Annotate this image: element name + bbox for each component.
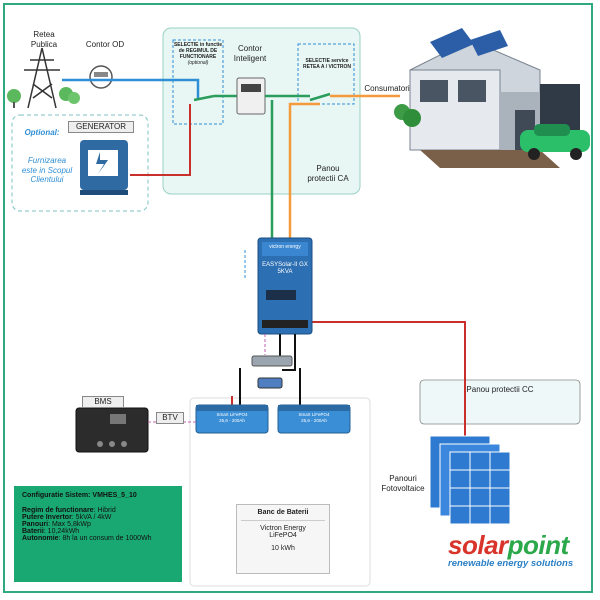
config-panel: Configuratie Sistem: VMHES_5_10 Regim de… <box>14 486 182 582</box>
config-value: : Max 5,8kWp <box>48 521 91 528</box>
battery-1-brand: Smart LiFePO4 <box>216 412 248 417</box>
furnizarea-label: Furnizarea este in Scopul Clientului <box>21 156 73 185</box>
battery-bank-title: Banc de Baterii <box>257 509 309 516</box>
config-key: Panouri <box>22 521 49 528</box>
contor-inteligent-icon <box>236 77 266 115</box>
config-title: Configuratie Sistem: VMHES_5_10 <box>22 492 137 499</box>
btv-label: BTV <box>156 412 184 424</box>
config-value: : 10,24kWh <box>43 528 80 535</box>
contor-od-label: Contor OD <box>85 40 125 49</box>
switch-regim <box>193 94 215 102</box>
retea-publica-label: Retea Publica <box>30 30 58 49</box>
bms-icon <box>75 407 149 453</box>
battery-2 <box>277 404 351 434</box>
logo-point: point <box>507 530 570 560</box>
switch-service <box>309 92 331 102</box>
logo-tagline: renewable energy solutions <box>448 558 574 569</box>
panouri-fotovoltaice-label: Panouri Fotovoltaice <box>381 474 425 493</box>
battery-bank-line1: Victron Energy <box>241 520 325 532</box>
battery-bank-box: Banc de Baterii Victron Energy LiFePO4 1… <box>236 504 330 574</box>
battery-connector <box>257 377 283 389</box>
config-row: Autonomie: 8h la un consum de 1000Wh <box>22 535 174 542</box>
pv-line <box>312 321 466 440</box>
inverter-ac-out <box>288 102 320 240</box>
config-value: : Hibrid <box>93 507 116 514</box>
config-row: Baterii: 10,24kWh <box>22 528 174 535</box>
selectie-service-label: SELECTIE service RETEA A / VICTRON <box>302 58 352 70</box>
selectie-regim-label: SELECTIE in functie de REGIMUL DE FUNCTI… <box>173 42 223 60</box>
config-row: Regim de functionare: Hibrid <box>22 507 174 514</box>
config-key: Autonomie <box>22 535 59 542</box>
contor-display <box>241 84 261 92</box>
selectie-regim-box <box>172 39 224 125</box>
config-row: Putere Invertor: 5kVA / 4kW <box>22 514 174 521</box>
contor-inteligent-label: Contor Inteligent <box>233 44 267 63</box>
panou-ca-label: Panou protectii CA <box>307 164 349 183</box>
battery-bank-capacity: 10 kWh <box>271 545 295 552</box>
inverter-brand: victron energy <box>269 244 301 250</box>
battery-2-brand: Smart LiFePO4 <box>298 412 330 417</box>
generator-label: GENERATOR <box>68 121 134 133</box>
inverter-model: EASYSolar-II GX 5KVA <box>262 262 308 276</box>
battery-2-spec: 25,6 - 200Ah <box>301 418 327 423</box>
pylon-icon <box>24 47 60 109</box>
optional-label: Optional: <box>24 128 60 137</box>
config-key: Baterii <box>22 528 44 535</box>
config-row: Panouri: Max 5,8kWp <box>22 521 174 528</box>
solar-panels-icon <box>429 435 511 525</box>
config-key: Putere Invertor <box>22 514 72 521</box>
tree-icons <box>7 87 80 108</box>
contor-od-icon <box>89 65 113 89</box>
panou-cc-label: Panou protectii CC <box>466 385 534 394</box>
consumatori-label: Consumatori <box>364 84 410 93</box>
solarpoint-logo: solarpoint renewable energy solutions <box>448 532 588 569</box>
bms-label: BMS <box>82 396 124 408</box>
lynx-distributor <box>251 355 293 367</box>
ev-car-icon <box>520 124 590 160</box>
selectie-service-box <box>297 43 355 105</box>
outer-frame <box>3 3 593 593</box>
config-value: : 8h la un consum de 1000Wh <box>58 535 152 542</box>
logo-solar: solar <box>448 530 508 560</box>
battery-1 <box>195 404 269 434</box>
battery-1-spec: 25,6 - 200Ah <box>219 418 245 423</box>
selectie-regim-note: (optional) <box>187 60 209 66</box>
logo-wordmark: solarpoint <box>448 532 588 558</box>
panou-cc-box <box>419 379 581 425</box>
battery-bank-line2: LiFePO4 <box>269 532 297 539</box>
grid-line <box>62 78 200 100</box>
config-key: Regim de functionare <box>22 507 94 514</box>
generator-line <box>130 104 191 176</box>
config-value: : 5kVA / 4kW <box>71 514 112 521</box>
generator-icon <box>80 140 128 195</box>
dc-line-2 <box>282 334 296 371</box>
inverter-icon <box>257 237 313 335</box>
